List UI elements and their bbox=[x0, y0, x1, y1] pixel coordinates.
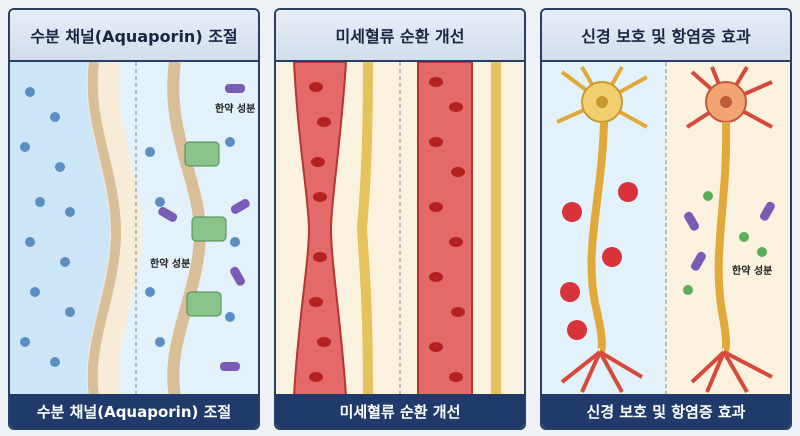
water-molecule-icon bbox=[20, 87, 240, 367]
neuroprotection-illustration: 한약 성분 bbox=[542, 62, 790, 396]
panel-aquaporin: 수분 채널(Aquaporin) 조절 bbox=[8, 8, 260, 430]
microcirculation-illustration bbox=[276, 62, 524, 396]
panel-title: 미세혈류 순환 개선 bbox=[276, 10, 524, 62]
panel-title: 신경 보호 및 항염증 효과 bbox=[542, 10, 790, 62]
herbal-capsule-icon bbox=[684, 201, 775, 271]
panel-neuroprotection: 신경 보호 및 항염증 효과 bbox=[540, 8, 792, 430]
panel-microcirculation: 미세혈류 순환 개선 미세혈류 순환 개선 bbox=[274, 8, 526, 430]
inflammation-spike-icon bbox=[560, 182, 638, 340]
panel-footer: 수분 채널(Aquaporin) 조절 bbox=[10, 394, 258, 428]
svg-text:한약 성분: 한약 성분 bbox=[732, 264, 772, 277]
panel-footer: 미세혈류 순환 개선 bbox=[276, 394, 524, 428]
aquaporin-illustration: 한약 성분 한약 성분 bbox=[10, 62, 258, 396]
svg-text:한약 성분: 한약 성분 bbox=[215, 102, 255, 115]
aquaporin-channel-icon bbox=[184, 141, 227, 317]
red-blood-cell-icon bbox=[309, 77, 465, 382]
neuron-icon bbox=[556, 65, 773, 393]
panel-footer: 신경 보호 및 항염증 효과 bbox=[542, 394, 790, 428]
herbal-capsule-icon bbox=[158, 84, 250, 371]
panel-title: 수분 채널(Aquaporin) 조절 bbox=[10, 10, 258, 62]
svg-text:한약 성분: 한약 성분 bbox=[150, 257, 190, 270]
